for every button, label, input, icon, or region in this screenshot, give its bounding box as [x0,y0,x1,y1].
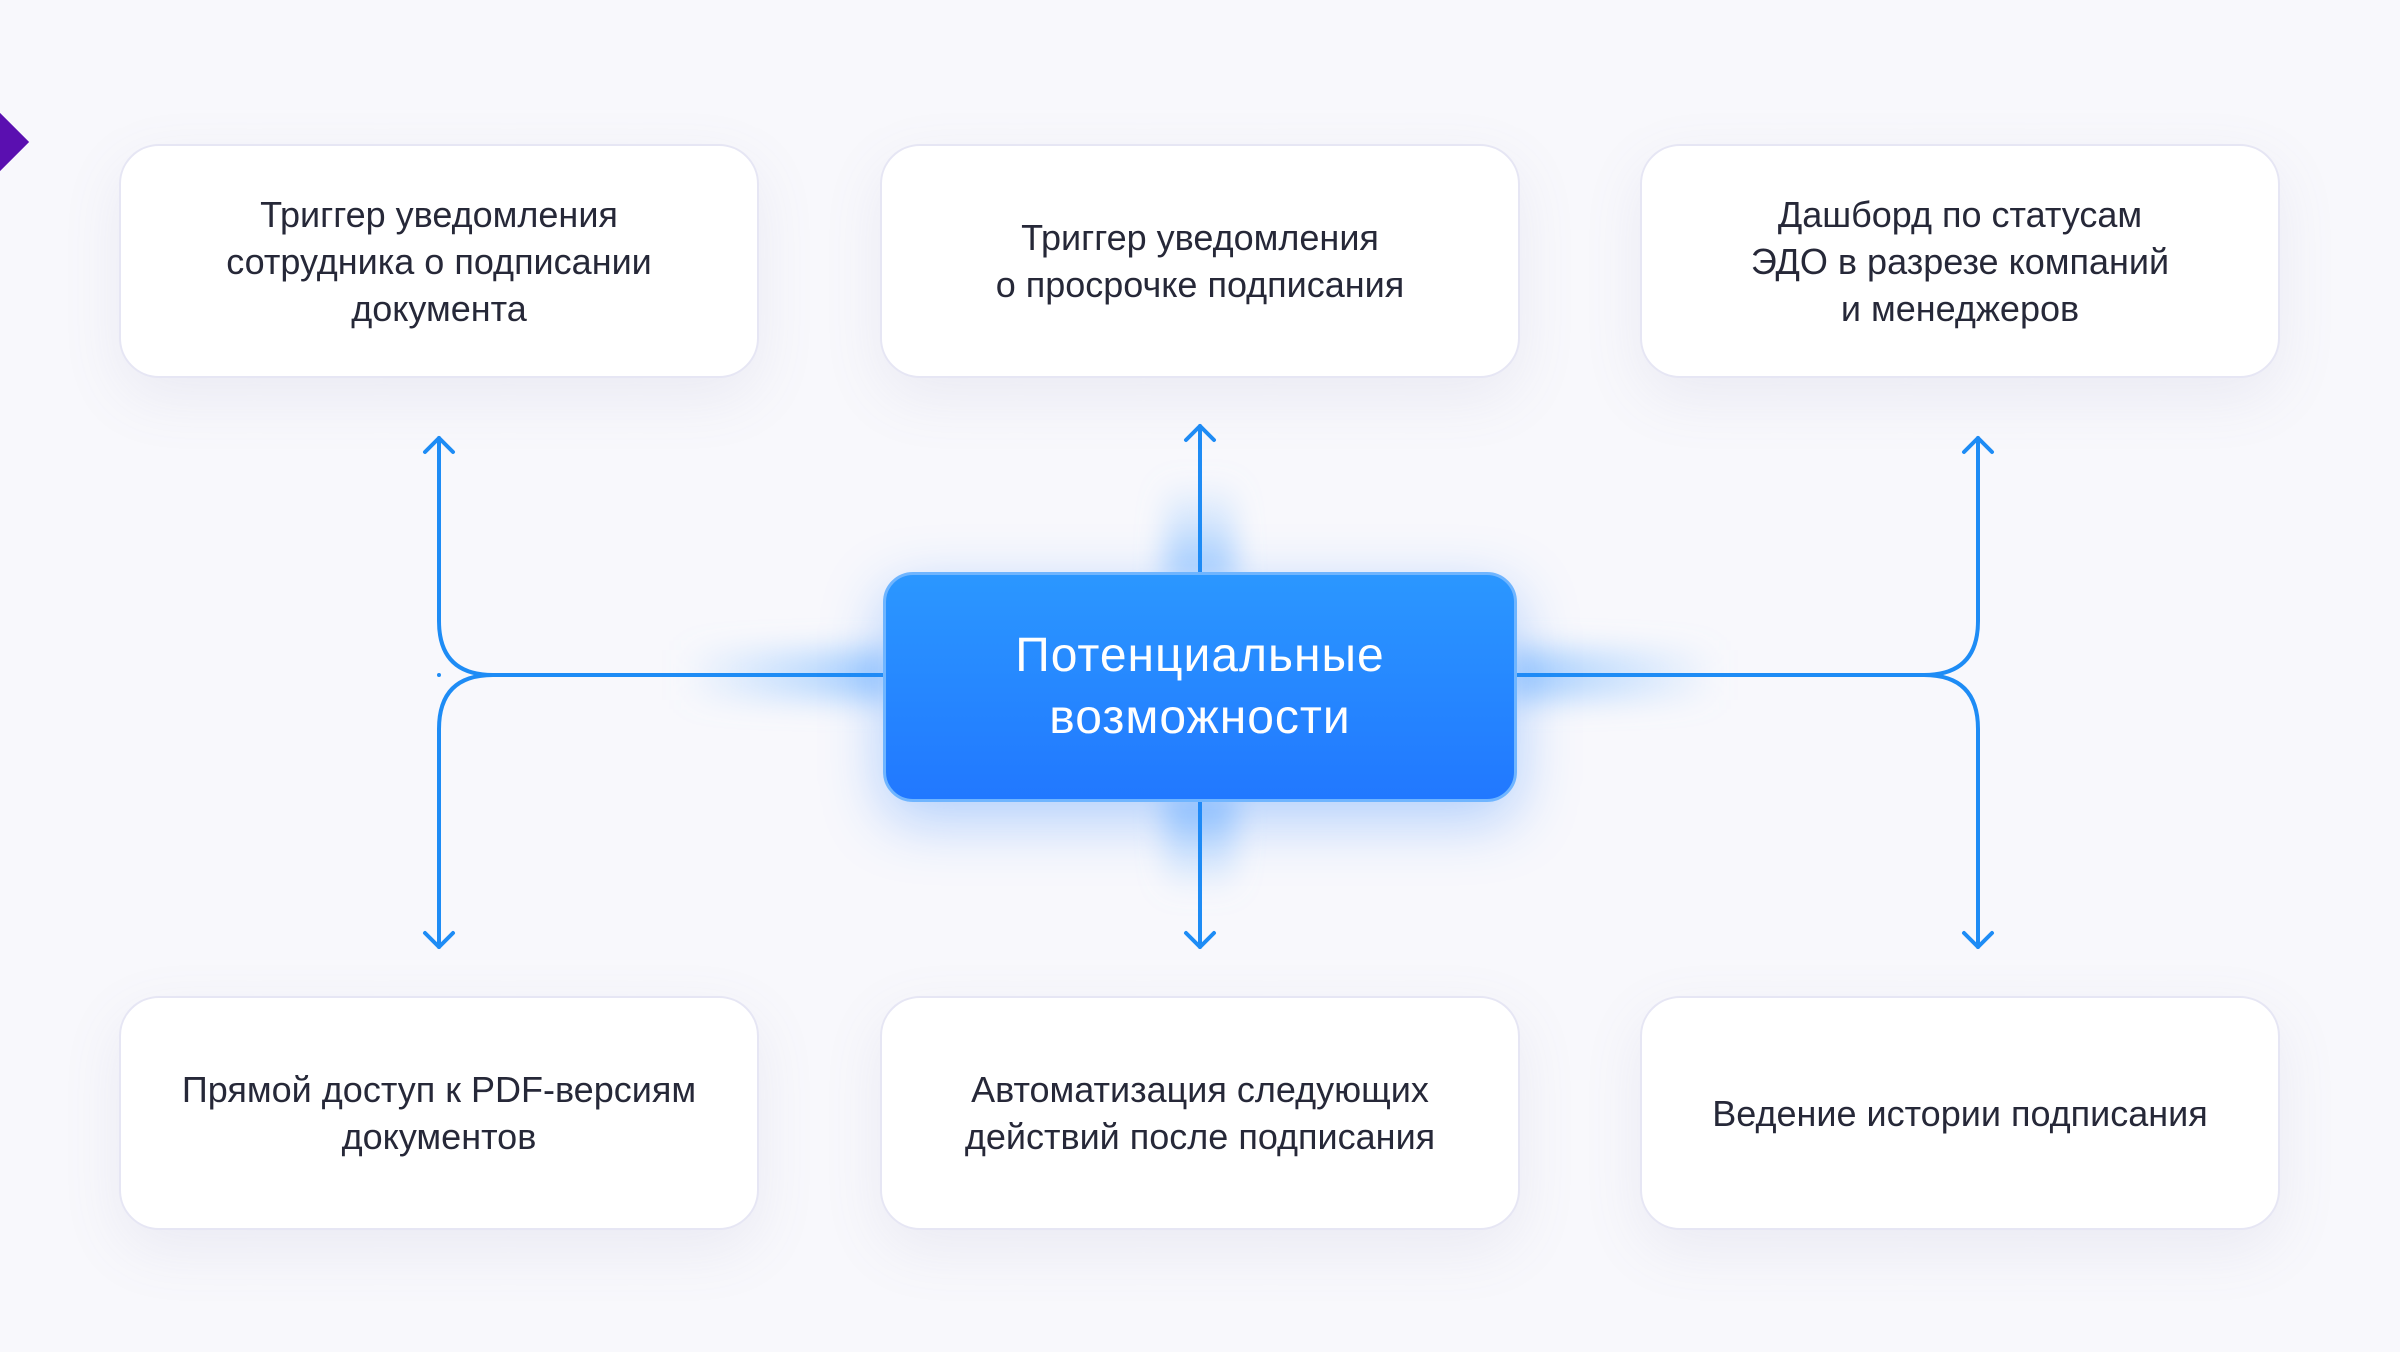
card-overdue-notification: Триггер уведомления о просрочке подписан… [880,144,1520,378]
card-post-signing-automation: Автоматизация следующих действий после п… [880,996,1520,1230]
arrow-up-left-icon [423,436,455,454]
card-edo-dashboard: Дашборд по статусам ЭДО в разрезе компан… [1640,144,2280,378]
arrow-down-middle-icon [1184,931,1216,949]
card-label: Триггер уведомления сотрудника о подписа… [226,193,652,329]
central-node: Потенциальные возможности [883,572,1517,802]
card-label: Автоматизация следующих действий после п… [964,1069,1436,1157]
arrow-down-left-icon [423,931,455,949]
arrow-up-middle-icon [1184,424,1216,442]
card-label: Прямой доступ к PDF-версиям документов [181,1069,697,1157]
card-pdf-access: Прямой доступ к PDF-версиям документов [119,996,759,1230]
arrow-up-right-icon [1962,436,1994,454]
card-label: Дашборд по статусам ЭДО в разрезе компан… [1750,193,2170,329]
card-label: Триггер уведомления о просрочке подписан… [995,217,1405,305]
card-signing-history: Ведение истории подписания [1640,996,2280,1230]
card-label: Ведение истории подписания [1712,1092,2208,1134]
arrow-down-right-icon [1962,931,1994,949]
central-node-label: Потенциальные возможности [1015,629,1385,744]
connector-right [1515,436,1980,949]
card-employee-signing-notification: Триггер уведомления сотрудника о подписа… [119,144,759,378]
connector-left [437,436,885,949]
